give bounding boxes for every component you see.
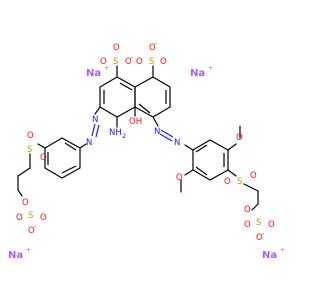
atom-S: S xyxy=(149,57,154,67)
atom-O: O xyxy=(40,213,47,223)
atom-Na: Na xyxy=(190,68,205,79)
right-methoxy-bottom: O xyxy=(176,173,183,183)
charge-minus: - xyxy=(262,229,265,237)
atom-S: S xyxy=(237,177,242,187)
atom-N: N xyxy=(154,127,160,137)
molecule-structure: S O - O O S O O - O NH 2 OH N N N N S O … xyxy=(8,39,285,261)
atom-O: O xyxy=(113,43,120,53)
subscript-2: 2 xyxy=(122,132,126,140)
azo-right: N N xyxy=(154,127,180,148)
charge-minus: - xyxy=(131,53,134,61)
atom-O: O xyxy=(250,171,257,181)
charge-minus: - xyxy=(155,39,158,47)
charge-plus: + xyxy=(280,246,285,254)
right-methoxy-top: O xyxy=(236,133,243,143)
left-phenyl-ring xyxy=(44,137,81,179)
hydroxyl-group: OH xyxy=(129,117,142,127)
atom-NH: NH xyxy=(109,128,122,138)
charge-plus: + xyxy=(26,246,31,254)
atom-O: O xyxy=(27,131,34,141)
atom-O: O xyxy=(160,57,167,67)
atom-Na: Na xyxy=(262,250,277,261)
atom-O: O xyxy=(176,173,183,183)
atom-O: O xyxy=(244,220,251,230)
atom-O: O xyxy=(16,213,23,223)
charge-minus: - xyxy=(34,222,37,230)
atom-O: O xyxy=(268,220,275,230)
azo-bonds xyxy=(91,123,174,142)
atom-O: O xyxy=(136,57,143,67)
naphthalene-right-ring xyxy=(134,76,171,118)
right-sulfate: O S O O O - xyxy=(244,205,275,243)
sulfonate-right-core: S O O - O xyxy=(136,39,167,67)
atom-O: O xyxy=(22,198,29,208)
sodium-ion-4: Na + xyxy=(262,246,285,261)
atom-O: O xyxy=(244,205,251,215)
naphthalene-left-ring xyxy=(99,76,136,118)
atom-O: O xyxy=(149,43,156,53)
sodium-ion-1: Na + xyxy=(86,64,109,79)
atom-O: O xyxy=(28,226,35,236)
atom-N: N xyxy=(174,138,180,148)
atom-N: N xyxy=(92,115,98,125)
atom-O: O xyxy=(256,233,263,243)
atom-OH: OH xyxy=(129,117,142,127)
charge-plus: + xyxy=(104,64,109,72)
atom-Na: Na xyxy=(8,250,23,261)
sulfonate-left-core: S O - O O xyxy=(100,43,134,67)
left-sulfate: O S O O O - xyxy=(16,198,47,236)
bond-set xyxy=(17,65,259,211)
atom-O: O xyxy=(236,133,243,143)
right-phenyl-ring xyxy=(192,139,229,181)
amino-group: NH 2 xyxy=(109,128,126,140)
atom-S: S xyxy=(113,57,118,67)
atom-O: O xyxy=(40,153,47,163)
sodium-ion-3: Na + xyxy=(8,246,31,261)
atom-S: S xyxy=(256,218,261,228)
charge-plus: + xyxy=(208,64,213,72)
sodium-ion-2: Na + xyxy=(190,64,213,79)
atom-Na: Na xyxy=(86,68,101,79)
right-sulfonyl: S O O xyxy=(224,171,257,187)
atom-N: N xyxy=(86,138,92,148)
atom-O: O xyxy=(224,177,231,187)
atom-S: S xyxy=(27,145,32,155)
atom-S: S xyxy=(28,211,33,221)
atom-O: O xyxy=(125,57,132,67)
azo-left: N N xyxy=(86,115,98,148)
left-sulfonyl: S O O xyxy=(27,131,47,163)
atom-O: O xyxy=(100,57,107,67)
